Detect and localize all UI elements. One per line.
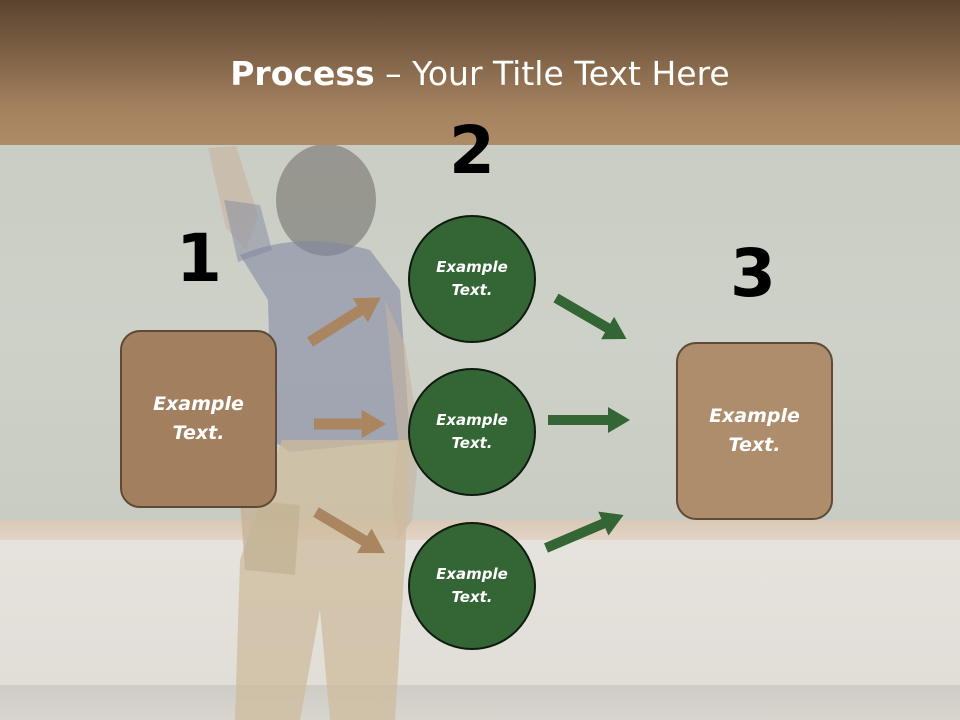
step-2-circle-middle: Example Text. xyxy=(408,368,536,496)
step-1-text: Example Text. xyxy=(153,393,244,444)
slide-title: Process – Your Title Text Here xyxy=(0,52,960,96)
slide-title-rest: – Your Title Text Here xyxy=(374,54,730,93)
step-3-text: Example Text. xyxy=(709,405,800,456)
floor-background xyxy=(0,685,960,720)
step-3-box: Example Text. xyxy=(676,342,833,520)
step-3-number: 3 xyxy=(730,235,776,312)
step-2-circle-top: Example Text. xyxy=(408,215,536,343)
step-2-circle-bottom: Example Text. xyxy=(408,522,536,650)
arrow-1-to-top xyxy=(307,297,381,347)
step-1-box: Example Text. xyxy=(120,330,277,508)
slide-title-bold: Process xyxy=(230,54,375,93)
title-bar xyxy=(0,0,960,145)
arrow-top-to-3 xyxy=(553,293,627,340)
arrow-bottom-to-3 xyxy=(544,511,624,553)
arrow-1-to-bottom xyxy=(313,507,386,554)
step-2-circle-bottom-text: Example Text. xyxy=(436,565,508,606)
step-2-circle-top-text: Example Text. xyxy=(436,258,508,299)
step-2-number: 2 xyxy=(449,112,495,189)
step-1-number: 1 xyxy=(176,220,222,297)
step-2-circle-middle-text: Example Text. xyxy=(436,411,508,452)
